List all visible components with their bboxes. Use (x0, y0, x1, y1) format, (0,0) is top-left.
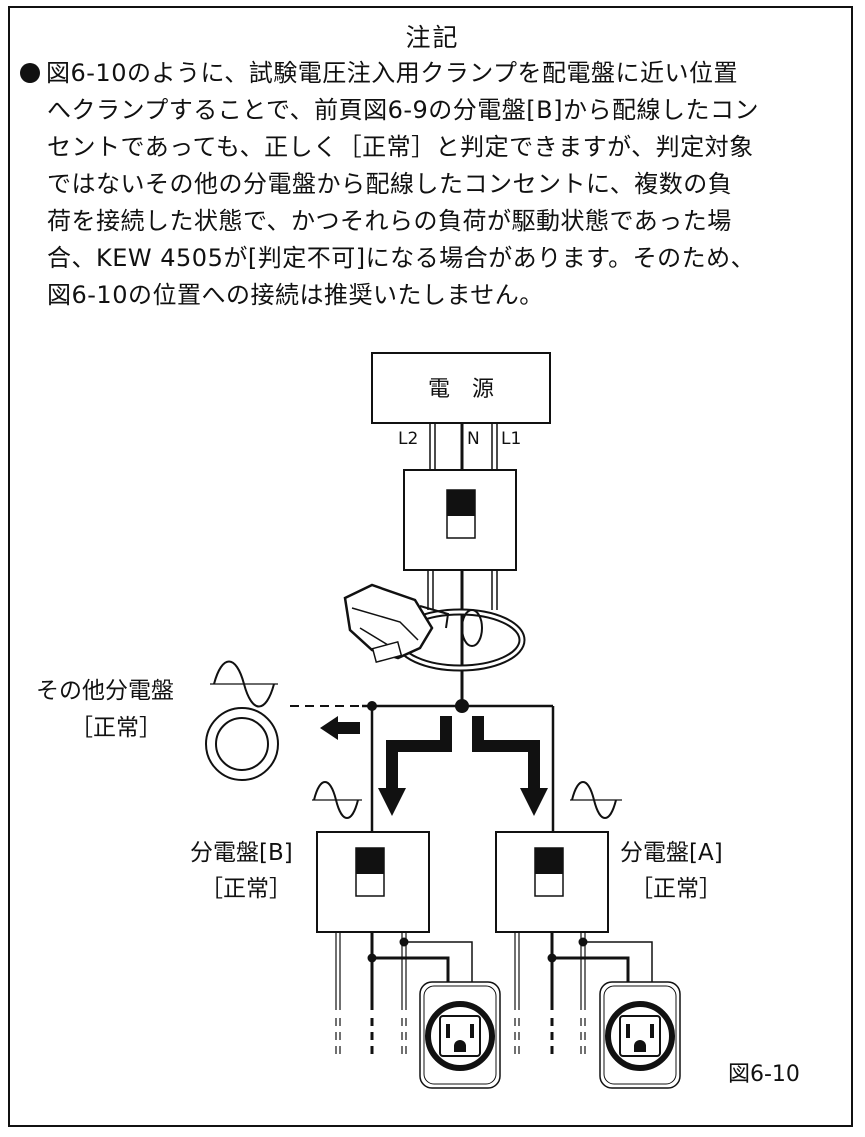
note-line-7: 図6-10の位置への接続は推奨いたしません。 (47, 281, 544, 309)
junction-node-b1 (367, 953, 377, 963)
arrow-to-panel-a (472, 716, 548, 816)
power-source-label: 電 源 (428, 377, 494, 402)
sine-wave-icon-panel-a (570, 781, 622, 819)
terminal-l2-label: L2 (398, 429, 418, 449)
other-panel-name: その他分電盤 (36, 678, 174, 704)
note-title: 注記 (405, 23, 460, 52)
note-line-6: 合、KEW 4505が[判定不可]になる場合があります。そのため、 (47, 244, 756, 272)
outlet-b-icon (419, 981, 501, 1089)
terminal-n-label: N (467, 429, 480, 449)
terminal-l1-label: L1 (501, 429, 521, 449)
figure-label: 図6-10 (728, 1062, 800, 1087)
outlet-a-icon (599, 981, 681, 1089)
junction-node-b2 (399, 937, 409, 947)
clamp-sensor-icon (343, 583, 526, 672)
note-line-1: 図6-10のように、試験電圧注入用クランプを配電盤に近い位置 (20, 55, 845, 92)
sine-wave-icon-panel-b (312, 781, 362, 819)
panel-a-handle (535, 848, 563, 874)
other-panel-ring-icon (205, 707, 279, 781)
note-line-5: 荷を接続した状態で、かつそれらの負荷が駆動状態であった場 (47, 207, 732, 235)
main-out-wires (427, 570, 498, 706)
panel-a-status: ［正常］ (630, 876, 722, 902)
junction-node-a1 (547, 953, 557, 963)
junction-node-left (367, 701, 377, 711)
other-panel-status: ［正常］ (70, 715, 162, 741)
panel-b-status: ［正常］ (200, 876, 292, 902)
note-frame (8, 6, 853, 1127)
panel-b-handle (356, 848, 384, 874)
junction-node-main (455, 699, 469, 713)
note-line-3: セントであっても、正しく［正常］と判定できますが、判定対象 (47, 133, 754, 161)
main-breaker-handle (447, 490, 475, 516)
panel-b-name: 分電盤[B] (190, 840, 293, 866)
note-body: 図6-10のように、試験電圧注入用クランプを配電盤に近い位置 へクランプすること… (20, 55, 845, 314)
bullet-icon (20, 63, 40, 83)
arrow-to-panel-b (378, 716, 452, 816)
panel-a-name: 分電盤[A] (620, 840, 723, 866)
sine-wave-icon-other (210, 660, 278, 708)
arrow-to-other-panel (320, 716, 360, 740)
power-source-box (371, 352, 551, 424)
junction-node-a2 (578, 937, 588, 947)
note-line-4: ではないその他の分電盤から配線したコンセントに、複数の負 (47, 170, 733, 198)
note-line-2: へクランプすることで、前頁図6-9の分電盤[B]から配線したコン (47, 96, 759, 124)
main-feed-wires (429, 423, 498, 470)
